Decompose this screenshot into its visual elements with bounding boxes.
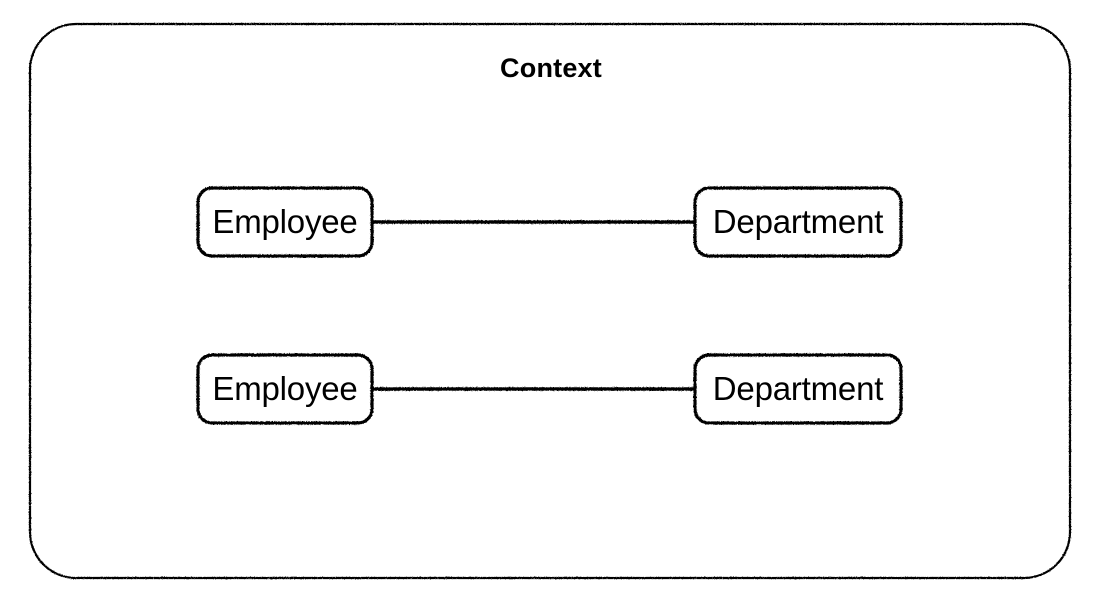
node-shapes: [196, 186, 903, 425]
node-employee-1[interactable]: [198, 188, 372, 256]
connector-employee-department-2[interactable]: [372, 381, 696, 397]
context-boundary-shape: [28, 22, 1072, 580]
connector-employee-department-1[interactable]: [372, 214, 696, 230]
node-department-1[interactable]: [695, 188, 901, 256]
node-department-2[interactable]: [695, 355, 901, 423]
connector-lines: [370, 220, 698, 391]
node-employee-2[interactable]: [198, 355, 372, 423]
